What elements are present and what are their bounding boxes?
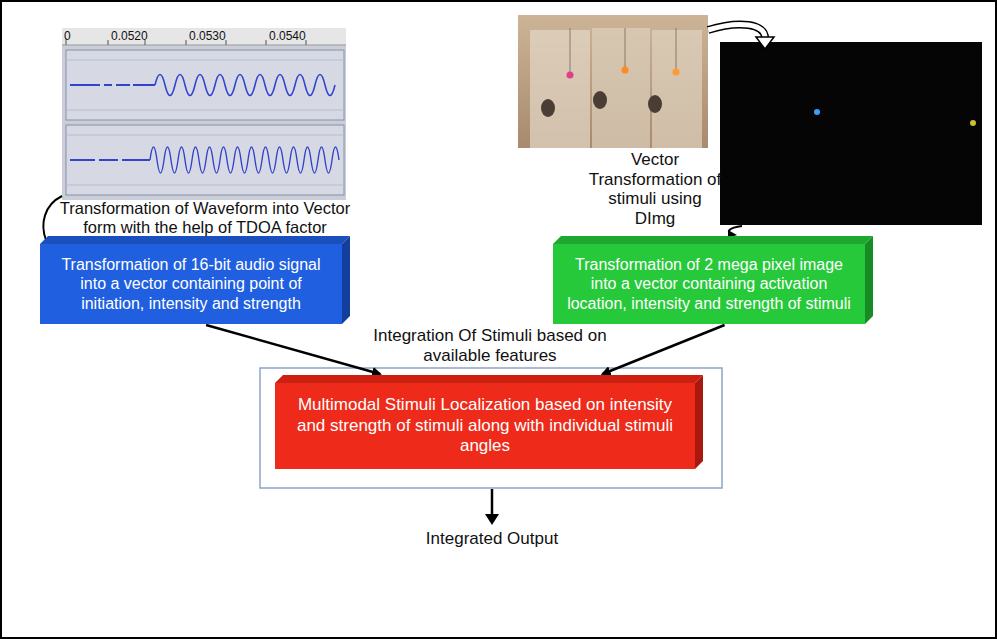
- caption-text: Transformation of Waveform into Vector f…: [44, 199, 366, 237]
- process-box: Transformation of 2 mega pixel image int…: [553, 244, 865, 324]
- waveform-screenshot: [62, 28, 346, 200]
- caption-text: Integration Of Stimuli based on availabl…: [366, 326, 614, 365]
- box-text: Multimodal Stimuli Localization based on…: [285, 395, 685, 456]
- flow-arrow: [603, 325, 725, 374]
- axis-tick-label: 0.0520: [111, 30, 161, 44]
- transform-arrow: [708, 24, 774, 49]
- process-box: Transformation of 16-bit audio signal in…: [40, 244, 342, 324]
- arrow-head: [728, 230, 737, 238]
- leader-curve: [43, 196, 62, 240]
- arrow-head: [485, 514, 499, 525]
- box-text: Transformation of 16-bit audio signal in…: [50, 255, 332, 313]
- caption-text: Integrated Output: [392, 529, 592, 549]
- axis-tick-label: 0.0530: [189, 30, 239, 44]
- axis-tick-label: 0: [64, 30, 94, 44]
- difference-image: [720, 42, 982, 225]
- group-frame: [260, 368, 722, 488]
- stimuli-photo: [518, 15, 708, 148]
- caption-text: Vector Transformation of stimuli using D…: [588, 150, 722, 228]
- box-text: Transformation of 2 mega pixel image int…: [563, 255, 855, 313]
- flow-arrow: [206, 325, 380, 374]
- axis-tick-label: 0.0540: [269, 30, 319, 44]
- output-arrow: [491, 489, 494, 516]
- process-box: Multimodal Stimuli Localization based on…: [275, 383, 695, 469]
